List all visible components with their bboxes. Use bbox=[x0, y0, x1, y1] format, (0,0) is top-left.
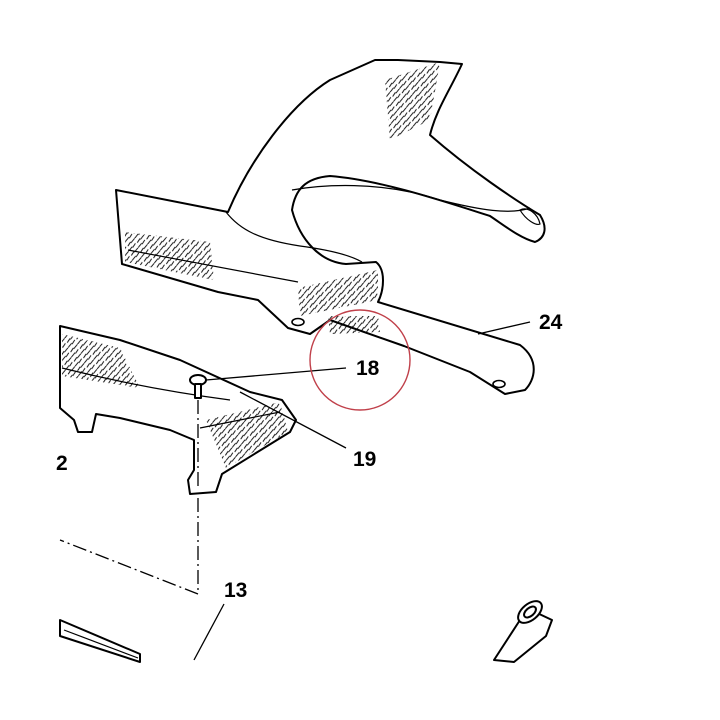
callout-24: 24 bbox=[539, 311, 563, 334]
callout-19: 19 bbox=[353, 448, 376, 471]
callout-18: 18 bbox=[356, 357, 380, 380]
tube-fitting bbox=[493, 600, 553, 663]
side-panel-2 bbox=[59, 325, 297, 495]
assembly-lines bbox=[59, 498, 199, 595]
callout-13: 13 bbox=[224, 579, 247, 602]
highlight-circle bbox=[309, 309, 411, 411]
bar-13 bbox=[59, 619, 141, 663]
step-bracket-24 bbox=[115, 59, 546, 395]
callout-2: 2 bbox=[56, 452, 68, 475]
leader-lines bbox=[193, 321, 531, 661]
